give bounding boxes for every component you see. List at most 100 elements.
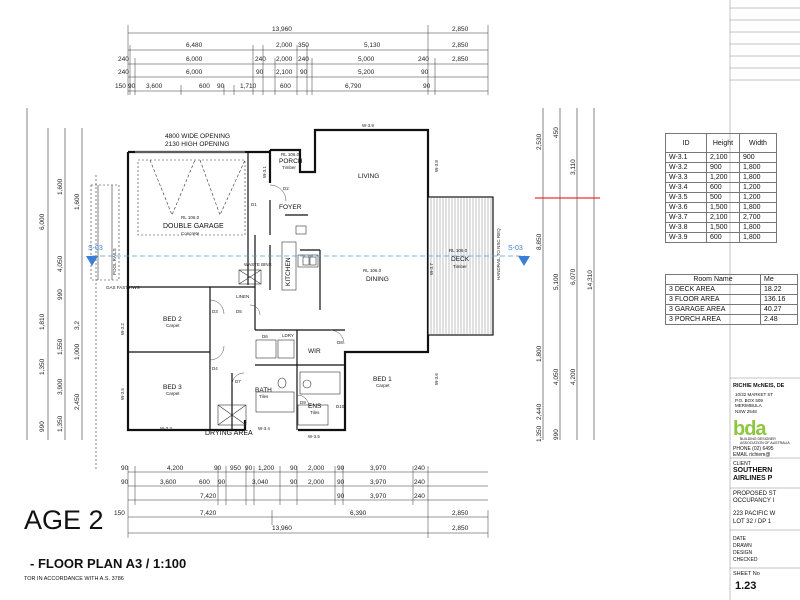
- garage-opening-note: 4800 WIDE OPENING: [165, 133, 230, 140]
- dim-text: 90: [214, 465, 222, 472]
- table-cell: 1,200: [739, 182, 777, 193]
- dim-text: 2,850: [452, 525, 469, 532]
- project-line: OCCUPANCY I: [733, 498, 775, 504]
- dim-text: 90: [421, 69, 429, 76]
- dim-text: 1,350: [39, 358, 46, 375]
- dim-text: 450: [553, 127, 560, 138]
- dim-text: 5,100: [553, 273, 560, 290]
- table-cell: 3 FLOOR AREA: [665, 294, 761, 305]
- door-swings: [209, 184, 345, 408]
- wir-label: WIR: [308, 348, 321, 355]
- waste-bins-label: WASTE BINS: [244, 262, 272, 267]
- client-line: AIRLINES P: [733, 475, 773, 482]
- dim-text: 240: [118, 69, 129, 76]
- window-tag: W-3.5: [308, 434, 320, 439]
- dim-text: 240: [118, 56, 129, 63]
- dim-text: 6,070: [570, 268, 577, 285]
- dim-text: 2,850: [452, 26, 469, 33]
- dining-rl: RL 106.0: [363, 268, 382, 273]
- bed2-floor: Carpet: [166, 323, 180, 328]
- bed3-floor: Carpet: [166, 391, 180, 396]
- deck-rl: RL 106.0: [449, 248, 468, 253]
- dim-text: 90: [218, 479, 226, 486]
- left-dimension-text: 1,600 1,600 6,000 4,050 990 1,810 3,2 1,…: [39, 178, 81, 432]
- site-address: 223 PACIFIC W LOT 32 / DP 1: [733, 510, 775, 526]
- dim-text: 990: [39, 421, 46, 432]
- dim-text: 6,790: [345, 83, 362, 90]
- dim-text: 2,000: [308, 479, 325, 486]
- window-tag: W-3.7: [429, 263, 434, 275]
- window-tag: W-3.9: [362, 123, 374, 128]
- table-header-row: Room Name Me: [665, 274, 798, 285]
- dim-text: 13,960: [272, 525, 292, 532]
- deck-boards: [427, 196, 494, 336]
- dim-text: 90: [245, 465, 253, 472]
- dim-text: 240: [414, 493, 425, 500]
- garage-label: DOUBLE GARAGE: [163, 223, 224, 230]
- table-cell: 900: [739, 152, 777, 163]
- designer-address: 10/32 MARKET ST P.O. BOX 509 MERIMBULA N…: [735, 392, 773, 414]
- table-cell: 1,800: [739, 172, 777, 183]
- handrail-note: HANDRAIL TO NSC REQ: [496, 228, 501, 280]
- dim-text: 2,100: [276, 69, 293, 76]
- dim-text: 4,200: [167, 465, 184, 472]
- bed1-floor: Carpet: [376, 383, 390, 388]
- dim-text: 90: [337, 465, 345, 472]
- window-labels: W-3.9 W-3.8 W-3.1 W-3.7 W-3.2 W-3.3 W-3.…: [120, 123, 439, 439]
- dim-text: 600: [280, 83, 291, 90]
- column-header: Width: [739, 133, 777, 153]
- table-cell: 1,800: [739, 222, 777, 233]
- foyer-label: FOYER: [279, 204, 302, 211]
- gas-hws-label: GAS FAST HWS: [106, 285, 140, 290]
- bed2-label: BED 2: [163, 316, 182, 323]
- section-line: S-03 S-03: [86, 245, 530, 266]
- porch-material: Timber: [282, 165, 296, 170]
- top-dimension-chains: [127, 25, 489, 95]
- sheet-label: SHEET No: [733, 571, 760, 577]
- door-tag: D10: [336, 404, 345, 409]
- table-cell: 1,200: [706, 172, 740, 183]
- dim-text: 350: [298, 42, 309, 49]
- dim-text: 2,850: [452, 56, 469, 63]
- dim-text: 1,710: [240, 83, 257, 90]
- window-tag: W-3.2: [120, 323, 125, 335]
- standard-note: TOR IN ACCORDANCE WITH A.S. 3786: [24, 576, 124, 582]
- dim-text: 90: [128, 83, 136, 90]
- contact-info: PHONE (02) 6495 EMAIL richiem@: [733, 446, 774, 458]
- dim-text: 1,550: [57, 338, 64, 355]
- table-cell: 3 GARAGE AREA: [665, 304, 761, 315]
- table-cell: W-3.4: [665, 182, 707, 193]
- date-label: DATE: [733, 536, 746, 542]
- door-tag: D1: [251, 202, 257, 207]
- door-tag: D9: [300, 400, 306, 405]
- column-header: ID: [665, 133, 707, 153]
- logo-subtitle-line: ASSOCIATION OF AUSTRALIA: [740, 441, 790, 445]
- table-cell: W-3.6: [665, 202, 707, 213]
- dim-text: 90: [217, 83, 225, 90]
- ens-label: ENS: [308, 403, 322, 410]
- dim-text: 4,050: [553, 368, 560, 385]
- table-cell: W-3.8: [665, 222, 707, 233]
- dim-text: 6,000: [39, 213, 46, 230]
- living-label: LIVING: [358, 173, 379, 180]
- dim-text: 3,040: [252, 479, 269, 486]
- table-cell: 600: [706, 232, 740, 243]
- fixtures: [90, 184, 341, 426]
- dim-text: 5,130: [364, 42, 381, 49]
- dim-text: 240: [414, 465, 425, 472]
- dim-text: 3,970: [370, 465, 387, 472]
- dim-text: 90: [337, 479, 345, 486]
- bed1-label: BED 1: [373, 376, 392, 383]
- dim-text: 1,350: [57, 415, 64, 432]
- client-name: SOUTHERN AIRLINES P: [733, 467, 772, 483]
- table-cell: 1,500: [706, 222, 740, 233]
- dim-text: 6,000: [186, 56, 203, 63]
- table-cell: 600: [706, 182, 740, 193]
